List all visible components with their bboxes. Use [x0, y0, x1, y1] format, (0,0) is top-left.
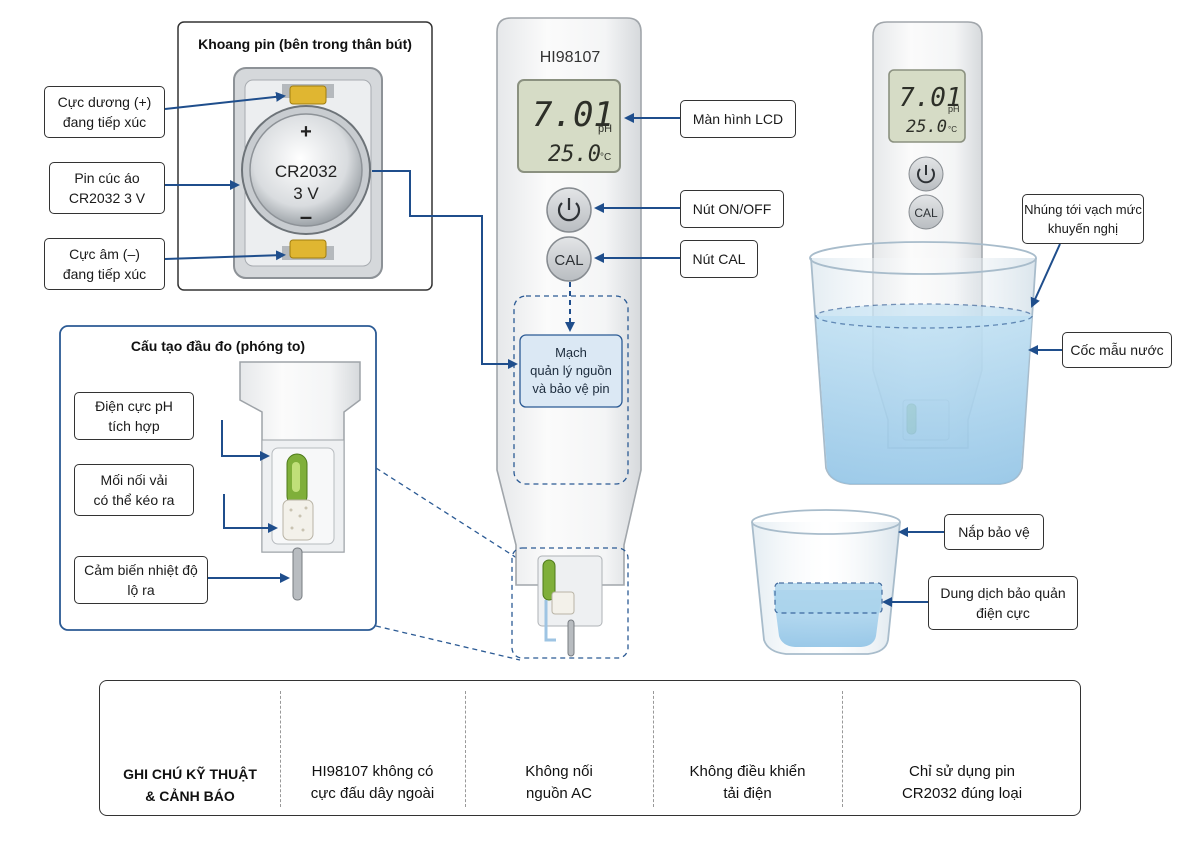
beaker-lcd-ph-unit: pH	[948, 104, 960, 114]
pen-lcd-ph-unit: pH	[598, 123, 612, 135]
label-coin-cell: Pin cúc áo CR2032 3 V	[49, 162, 165, 214]
label-negative-contact: Cực âm (–) đang tiếp xúc	[44, 238, 165, 290]
note-battery-type-text: Chỉ sử dụng pin CR2032 đúng loại	[901, 763, 1023, 802]
battery-panel: + CR2032 3 V –	[177, 21, 433, 291]
pen-cal-text: CAL	[554, 252, 583, 269]
notes-panel: GHI CHÚ KỸ THUẬT & CẢNH BÁO HI98107 khôn…	[99, 680, 1081, 816]
note-no-terminals-text: HI98107 không có cực đấu dây ngoài	[310, 763, 435, 802]
battery-minus-sign: –	[300, 204, 312, 229]
label-positive-contact: Cực dương (+) đang tiếp xúc	[44, 86, 165, 138]
battery-plus-sign: +	[300, 121, 312, 143]
note-no-load-text: Không điều khiển tải điện	[689, 763, 806, 802]
label-sample-cup: Cốc mẫu nước	[1062, 332, 1172, 368]
pen-lcd-temp: 25.0	[548, 142, 601, 167]
label-ph-electrode: Điện cực pH tích hợp	[74, 392, 194, 440]
probe-panel-title: Cấu tạo đầu đo (phóng to)	[130, 338, 306, 354]
label-cal: Nút CAL	[680, 240, 758, 278]
beaker-scene: 7.01 pH 25.0 °C CAL	[809, 21, 1037, 485]
battery-voltage-text: 3 V	[293, 184, 319, 203]
note-warning-text: GHI CHÚ KỸ THUẬT & CẢNH BÁO	[123, 766, 257, 804]
note-no-load: Không điều khiển tải điện	[653, 761, 842, 817]
beaker-lcd-temp-unit: °C	[948, 125, 957, 134]
note-no-ac-text: Không nối nguồn AC	[525, 763, 593, 802]
note-no-ac: Không nối nguồn AC	[465, 761, 653, 817]
pen-tester: HI98107 7.01 pH 25.0 °C CAL	[496, 17, 642, 659]
label-storage: Dung dịch bảo quản điện cực	[928, 576, 1078, 630]
label-lcd: Màn hình LCD	[680, 100, 796, 138]
callout-arrows	[164, 91, 1062, 607]
note-no-terminals: HI98107 không có cực đấu dây ngoài	[280, 761, 465, 817]
label-immerse: Nhúng tới vạch mức khuyến nghị	[1022, 194, 1144, 244]
beaker-cal-text: CAL	[914, 206, 938, 220]
pen-model-text: HI98107	[540, 49, 601, 66]
circuit-label: Mạch quản lý nguồn và bảo vệ pin	[530, 345, 612, 396]
beaker-lcd-ph: 7.01	[899, 83, 962, 113]
pen-lcd-temp-unit: °C	[600, 152, 611, 163]
label-junction: Mối nối vải có thể kéo ra	[74, 464, 194, 516]
battery-model-text: CR2032	[275, 162, 337, 181]
note-warning: GHI CHÚ KỸ THUẬT & CẢNH BÁO	[100, 763, 280, 817]
battery-panel-title: Khoang pin (bên trong thân bút)	[198, 36, 412, 52]
note-battery-type: Chỉ sử dụng pin CR2032 đúng loại	[842, 761, 1082, 817]
pen-lcd-ph: 7.01	[532, 95, 614, 135]
beaker-lcd-temp: 25.0	[906, 117, 947, 137]
cap-scene	[751, 509, 901, 655]
label-temp-sensor: Cảm biến nhiệt độ lộ ra	[74, 556, 208, 604]
label-on-off: Nút ON/OFF	[680, 190, 784, 228]
label-cap: Nắp bảo vệ	[944, 514, 1044, 550]
